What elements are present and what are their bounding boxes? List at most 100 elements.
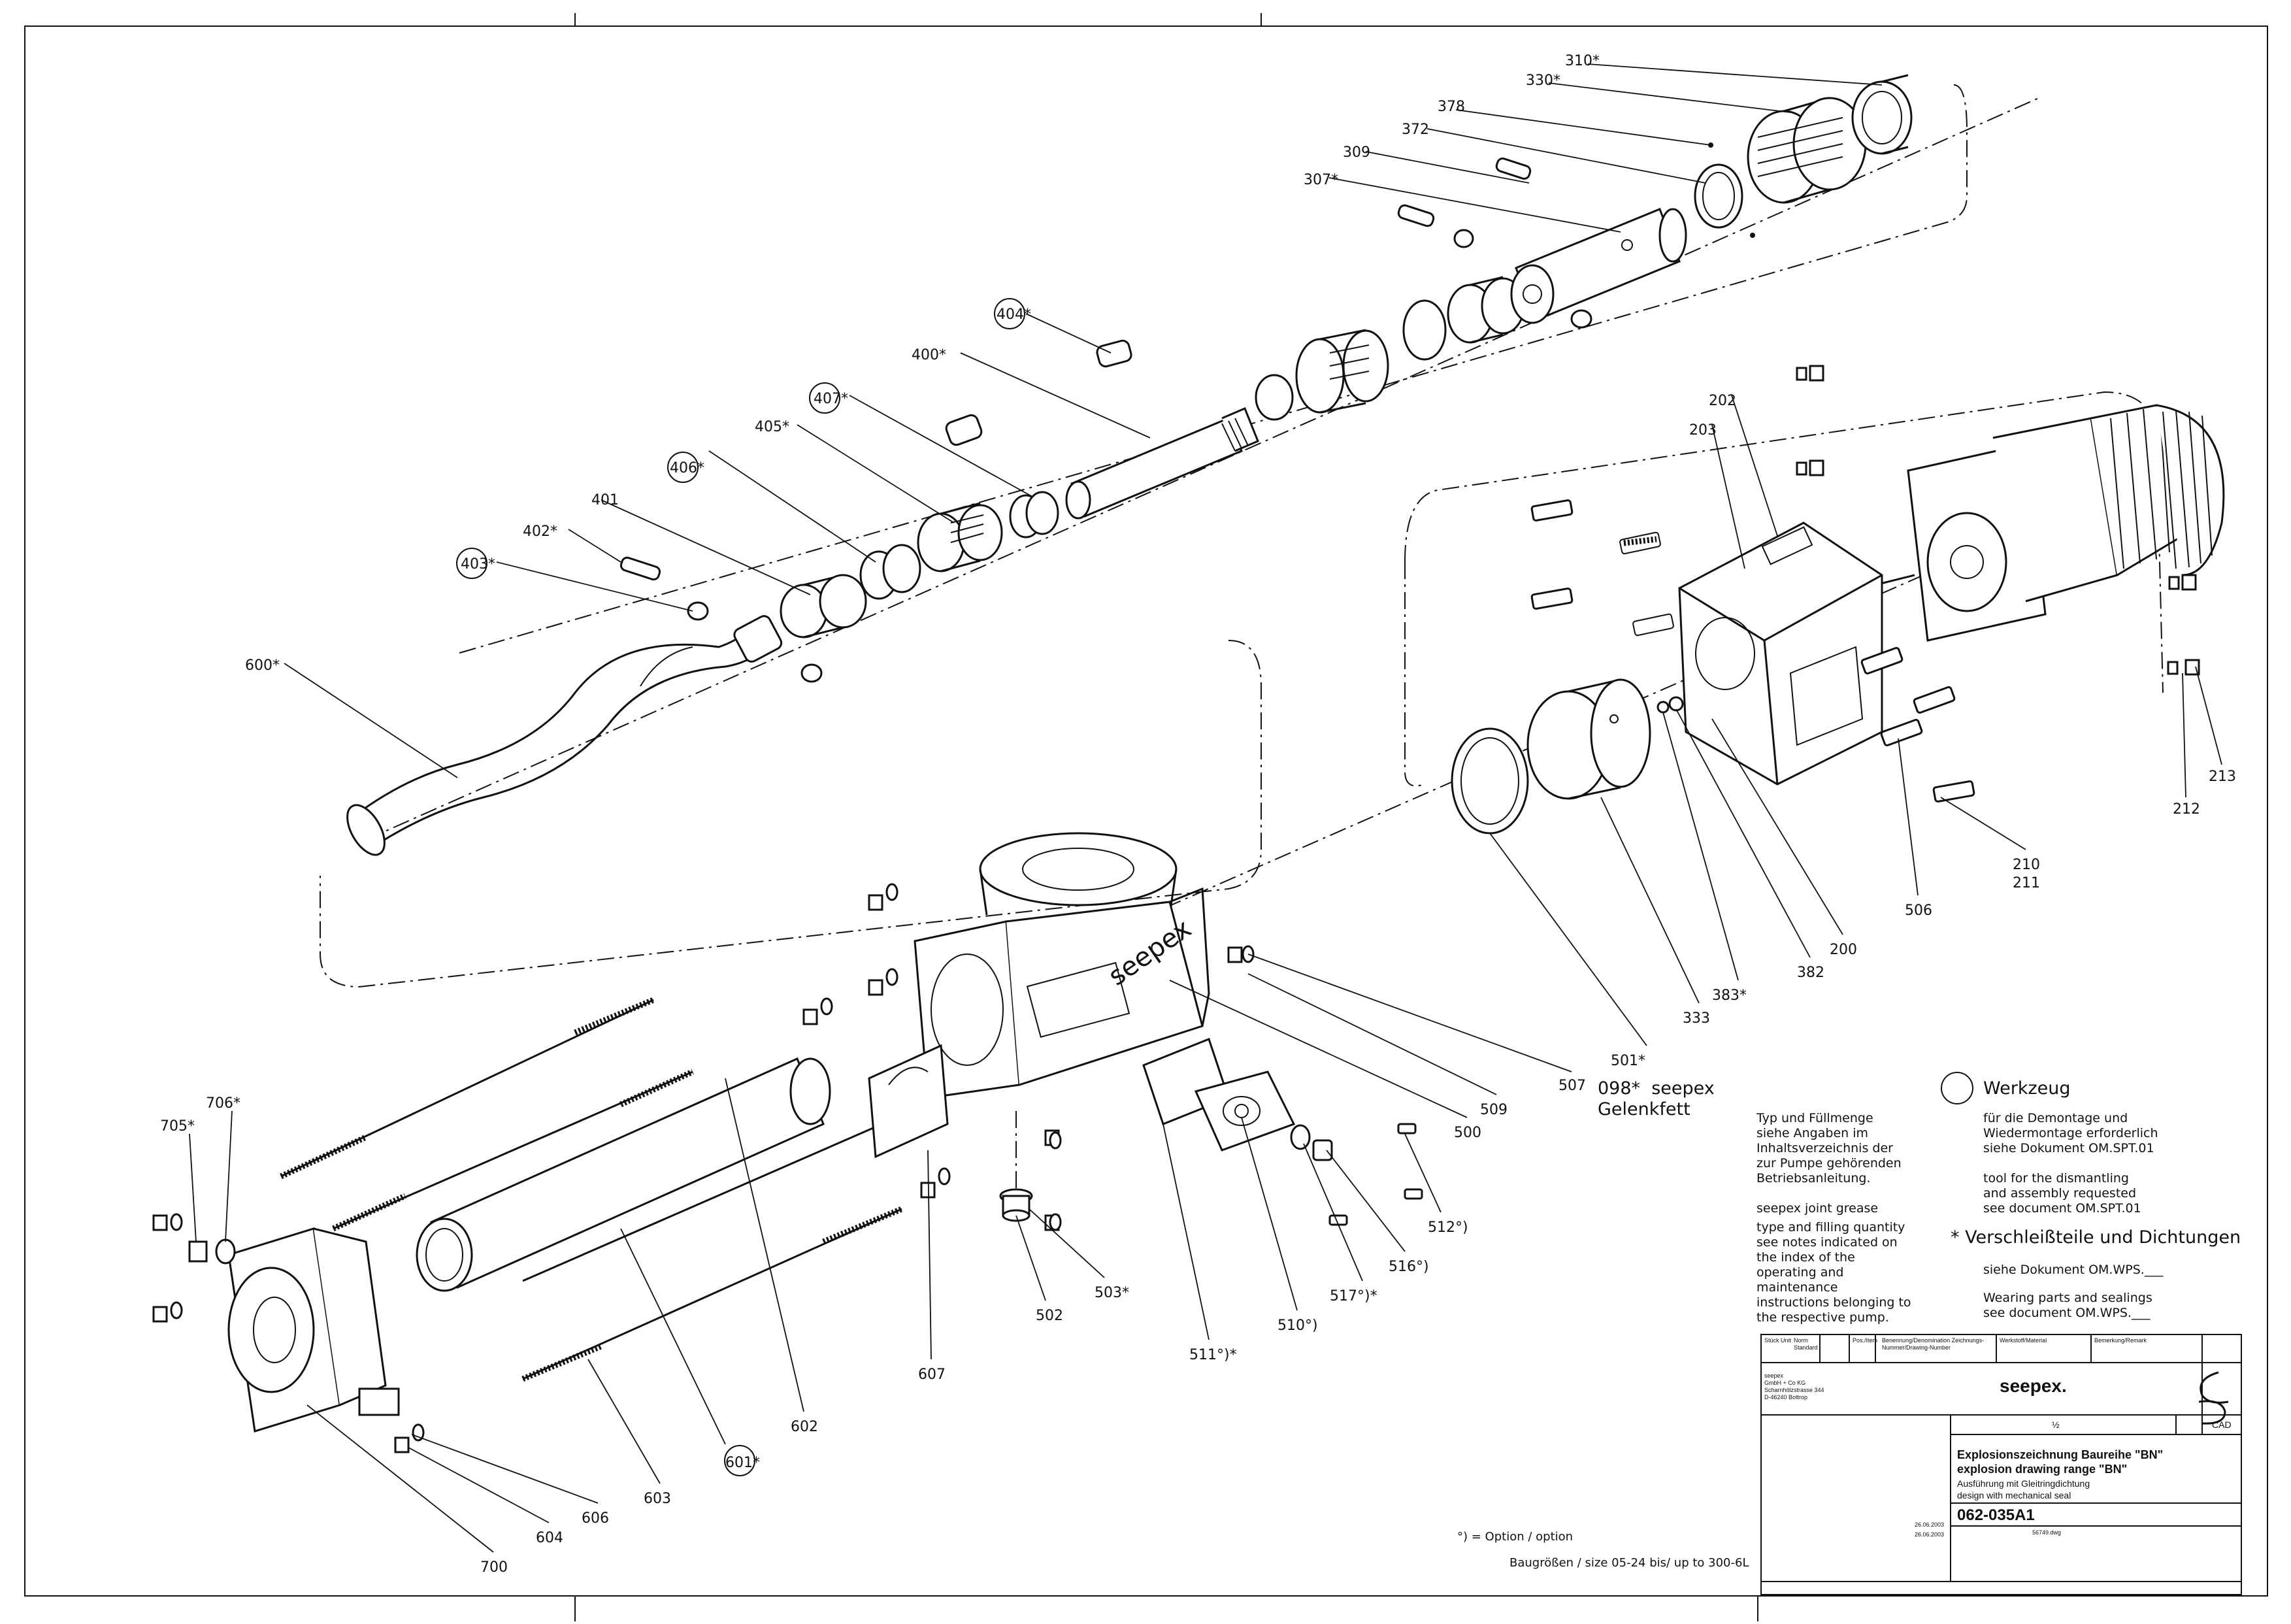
- screw-512: [1397, 1123, 1417, 1135]
- grease-de-line: Typ und Füllmenge: [1756, 1111, 1873, 1125]
- title-de: Explosionszeichnung Baureihe "BN": [1957, 1448, 2164, 1461]
- label-406: 406*: [670, 460, 704, 476]
- label-212: 212: [2173, 801, 2200, 818]
- label-307: 307*: [1304, 172, 1338, 188]
- grease-text: Typ und Füllmenge siehe Angaben im Inhal…: [1756, 1111, 1926, 1325]
- label-502: 502: [1036, 1308, 1063, 1324]
- label-333: 333: [1683, 1010, 1710, 1027]
- grease-en-line: type and filling quantity: [1756, 1220, 1905, 1235]
- drawing-number: 062-035A1: [1957, 1506, 2035, 1524]
- label-512: 512°): [1428, 1219, 1468, 1236]
- label-407: 407*: [814, 391, 848, 407]
- size-note: Baugrößen / size 05-24 bis/ up to 300-6L: [1509, 1556, 1749, 1570]
- label-330: 330*: [1526, 73, 1560, 89]
- bolts-right: [1530, 499, 1975, 803]
- grease-de-line: Inhaltsverzeichnis der: [1756, 1141, 1893, 1155]
- wear-en-line: Wearing parts and sealings: [1983, 1291, 2152, 1305]
- assembly-axis: [365, 97, 2039, 840]
- nuts-washers-210-213: [1796, 365, 2200, 676]
- label-401: 401: [591, 492, 619, 508]
- bearing-sleeve-333: [1526, 678, 1651, 800]
- label-403: 403*: [461, 556, 495, 572]
- grease-de-line: zur Pumpe gehörenden: [1756, 1156, 1902, 1170]
- label-378: 378: [1438, 99, 1465, 115]
- brand-logo: seepex.: [2000, 1376, 2067, 1396]
- col-header-denomination: Benennung/Denomination Zeichnungs-Nummer…: [1882, 1337, 1985, 1351]
- coupling-rod-400: [1065, 407, 1259, 520]
- clamp-ring: [1255, 374, 1294, 421]
- grease-de-line: Betriebsanleitung.: [1756, 1171, 1871, 1185]
- pin-402: [619, 556, 661, 581]
- label-382: 382: [1797, 965, 1824, 981]
- scale-value: ½: [2052, 1419, 2060, 1430]
- clamp-407: [1009, 491, 1059, 539]
- date-checked: 26.06.2003: [1915, 1531, 1945, 1538]
- tool-en-line: tool for the dismantling: [1983, 1171, 2129, 1185]
- lantern-200: [1678, 522, 1883, 786]
- label-503: 503*: [1095, 1285, 1129, 1301]
- label-402: 402*: [523, 523, 557, 540]
- subtitle-de: Ausführung mit Gleitringdichtung: [1957, 1478, 2090, 1489]
- grease-en-line: see notes indicated on: [1756, 1235, 1898, 1250]
- grease-de-line: siehe Angaben im: [1756, 1126, 1868, 1140]
- ring-378: [1694, 163, 1743, 229]
- pin-372: [1495, 157, 1532, 180]
- wear-text: siehe Dokument OM.WPS.___ Wearing parts …: [1983, 1263, 2218, 1321]
- leader-lines: [189, 63, 2222, 1553]
- label-211: 211: [2013, 875, 2040, 891]
- col-header-standard: Norm Standard: [1794, 1337, 1818, 1351]
- company-address: seepex GmbH + Co KG Scharnhölzstrasse 34…: [1764, 1372, 1843, 1401]
- label-604: 604: [536, 1530, 563, 1546]
- label-705: 705*: [160, 1118, 195, 1135]
- label-309: 309: [1343, 144, 1370, 161]
- mechanical-seal-330: [1747, 97, 1867, 204]
- label-400: 400*: [912, 347, 946, 363]
- clamp-705-706: [188, 1238, 236, 1265]
- pin-4: [945, 414, 983, 446]
- stator-601: [416, 1057, 831, 1292]
- label-511: 511°)*: [1189, 1347, 1237, 1363]
- tool-symbol-icon: [1941, 1072, 1973, 1104]
- pin-404: [1096, 339, 1132, 368]
- label-706: 706*: [206, 1095, 240, 1112]
- label-510: 510°): [1277, 1317, 1318, 1334]
- label-202: 202: [1709, 393, 1736, 409]
- grease-en-line: instructions belonging to: [1756, 1295, 1911, 1310]
- plug-516: [1312, 1139, 1333, 1161]
- rotor-group-outline: [457, 84, 1968, 654]
- col-header-unit: Stück Unit: [1764, 1337, 1792, 1344]
- tool-text: für die Demontage und Wiedermontage erfo…: [1983, 1111, 2192, 1216]
- part-labels: 310* 330* 378 372 309 307* 404* 400* 407…: [160, 53, 2236, 1576]
- label-509: 509: [1480, 1102, 1508, 1118]
- sleeve-401: [780, 574, 867, 638]
- label-506: 506: [1905, 903, 1932, 919]
- label-372: 372: [1402, 122, 1429, 138]
- grease-note: 098* seepex Gelenkfett: [1598, 1078, 1794, 1120]
- label-203: 203: [1689, 422, 1717, 439]
- drain-plug-502: [999, 1188, 1033, 1222]
- tool-de-line: siehe Dokument OM.SPT.01: [1983, 1141, 2154, 1155]
- tool-title: Werkzeug: [1983, 1078, 2071, 1099]
- label-213: 213: [2209, 769, 2236, 785]
- label-516: 516°): [1389, 1259, 1429, 1275]
- ring-403: [687, 601, 709, 621]
- col-header-item: Pos./Item: [1853, 1337, 1878, 1344]
- label-607: 607: [918, 1367, 946, 1383]
- date-drawn: 26.06.2003: [1915, 1521, 1945, 1528]
- pressure-branch-700: [227, 1227, 400, 1433]
- col-header-remark: Bemerkung/Remark: [2094, 1337, 2147, 1344]
- label-517: 517°)*: [1330, 1288, 1377, 1304]
- sealing-ring-501: [1451, 727, 1529, 835]
- wear-de-line: siehe Dokument OM.WPS.___: [1983, 1263, 2164, 1277]
- label-210: 210: [2013, 857, 2040, 873]
- rotor-600: [346, 615, 783, 856]
- label-200: 200: [1830, 942, 1857, 958]
- label-601: 601*: [725, 1455, 760, 1471]
- col-header-material: Werkstoff/Material: [2000, 1337, 2047, 1344]
- grease-en-title: seepex joint grease: [1756, 1201, 1879, 1216]
- grease-en-line: the respective pump.: [1756, 1310, 1889, 1325]
- seal-ring-310: [1851, 74, 1913, 155]
- cad-label: CAD: [2212, 1419, 2232, 1430]
- screw-382: [1668, 696, 1684, 712]
